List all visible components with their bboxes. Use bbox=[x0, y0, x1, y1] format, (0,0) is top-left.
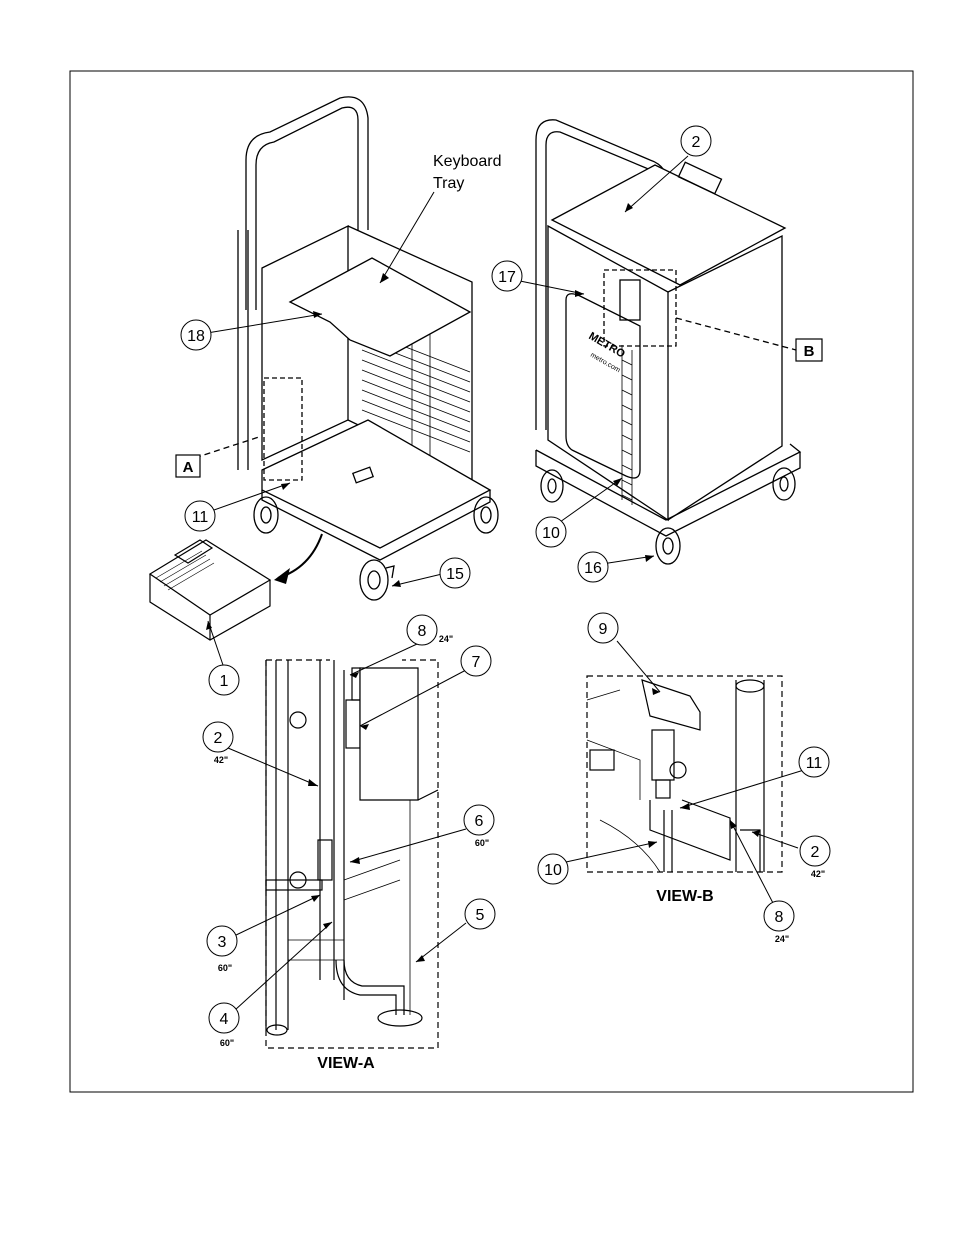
cart-handle-left bbox=[245, 96, 369, 310]
view-b-letter: B bbox=[804, 343, 815, 360]
remove-arrow bbox=[277, 533, 323, 579]
cart-rear-view: METRO metro.com bbox=[535, 119, 802, 565]
callout-11-top-circle bbox=[184, 500, 216, 532]
view-b-border bbox=[586, 675, 783, 873]
callout-5: 5 bbox=[476, 907, 485, 924]
figure-frame bbox=[69, 70, 914, 1093]
callout-9: 9 bbox=[599, 621, 608, 638]
callout-2-va-length: 42" bbox=[214, 755, 228, 765]
cart-front-view bbox=[148, 96, 499, 641]
callout-18: 18 bbox=[187, 328, 205, 345]
callout-7: 7 bbox=[472, 654, 481, 671]
callout-17-circle bbox=[491, 260, 523, 292]
callout-2-va: 2 bbox=[214, 730, 223, 747]
callout-11-vb-circle bbox=[798, 746, 830, 778]
view-a-border bbox=[265, 659, 439, 1049]
callout-4-circle bbox=[208, 1002, 240, 1034]
callout-4: 4 bbox=[220, 1011, 229, 1028]
detail-region-b bbox=[603, 269, 677, 347]
callout-1: 1 bbox=[220, 673, 229, 690]
callout-18-circle bbox=[180, 319, 212, 351]
callout-8-vb-length: 24" bbox=[775, 934, 789, 944]
callout-circles bbox=[180, 125, 831, 1034]
callout-7-circle bbox=[460, 645, 492, 677]
callout-8-va-circle bbox=[406, 614, 438, 646]
callout-15: 15 bbox=[446, 566, 464, 583]
view-b-detail bbox=[586, 675, 783, 873]
callout-4-length: 60" bbox=[220, 1038, 234, 1048]
callout-2-vb-length: 42" bbox=[811, 869, 825, 879]
callout-17: 17 bbox=[498, 269, 516, 286]
callout-8-va: 8 bbox=[418, 623, 427, 640]
callout-16: 16 bbox=[584, 560, 602, 577]
callout-3-circle bbox=[206, 925, 238, 957]
callout-2-vb: 2 bbox=[811, 844, 820, 861]
callout-2-vb-circle bbox=[799, 835, 831, 867]
view-a-letter: A bbox=[183, 459, 194, 476]
view-b-title: VIEW-B bbox=[656, 888, 713, 905]
view-b-letter-box bbox=[795, 338, 823, 362]
callout-2-top: 2 bbox=[692, 134, 701, 151]
callout-6-circle bbox=[463, 804, 495, 836]
leader-lines bbox=[206, 155, 805, 1011]
callout-5-circle bbox=[464, 898, 496, 930]
callout-lengths: 24" 42" 60" 42" 24" 60" 60" bbox=[214, 634, 825, 1048]
callout-2-top-circle bbox=[680, 125, 712, 157]
callout-6-length: 60" bbox=[475, 838, 489, 848]
view-a-letter-box bbox=[175, 454, 201, 478]
callout-2-va-circle bbox=[202, 721, 234, 753]
power-supply-module bbox=[148, 539, 272, 641]
callout-16-circle bbox=[577, 551, 609, 583]
callout-10-vb-circle bbox=[537, 853, 569, 885]
callout-10-top-circle bbox=[535, 516, 567, 548]
callout-15-circle bbox=[439, 557, 471, 589]
view-a-detail bbox=[265, 659, 439, 1049]
callout-8-va-length: 24" bbox=[439, 634, 453, 644]
callout-8-vb: 8 bbox=[775, 909, 784, 926]
cart-base bbox=[261, 419, 492, 549]
callout-numbers: 2 17 18 11 10 15 16 1 8 9 7 2 11 6 2 10 … bbox=[187, 134, 822, 1028]
keyboard-tray bbox=[288, 257, 472, 357]
leader-arrowheads bbox=[206, 203, 760, 962]
callout-3: 3 bbox=[218, 934, 227, 951]
view-a-title: VIEW-A bbox=[317, 1055, 375, 1072]
callout-10-top: 10 bbox=[542, 525, 560, 542]
callout-9-circle bbox=[587, 612, 619, 644]
callout-11-vb: 11 bbox=[806, 755, 823, 772]
keyboard-tray-label-line2: Tray bbox=[433, 175, 464, 192]
callout-1-circle bbox=[208, 664, 240, 696]
callout-3-length: 60" bbox=[218, 963, 232, 973]
callout-11-top: 11 bbox=[192, 509, 209, 526]
brand-panel bbox=[565, 293, 641, 479]
keyboard-tray-label-line1: Keyboard bbox=[433, 153, 502, 170]
caster-wheels-front bbox=[253, 496, 499, 601]
detail-region-a bbox=[263, 377, 303, 481]
callout-10-vb: 10 bbox=[544, 862, 562, 879]
callout-8-vb-circle bbox=[763, 900, 795, 932]
callout-6: 6 bbox=[475, 813, 484, 830]
